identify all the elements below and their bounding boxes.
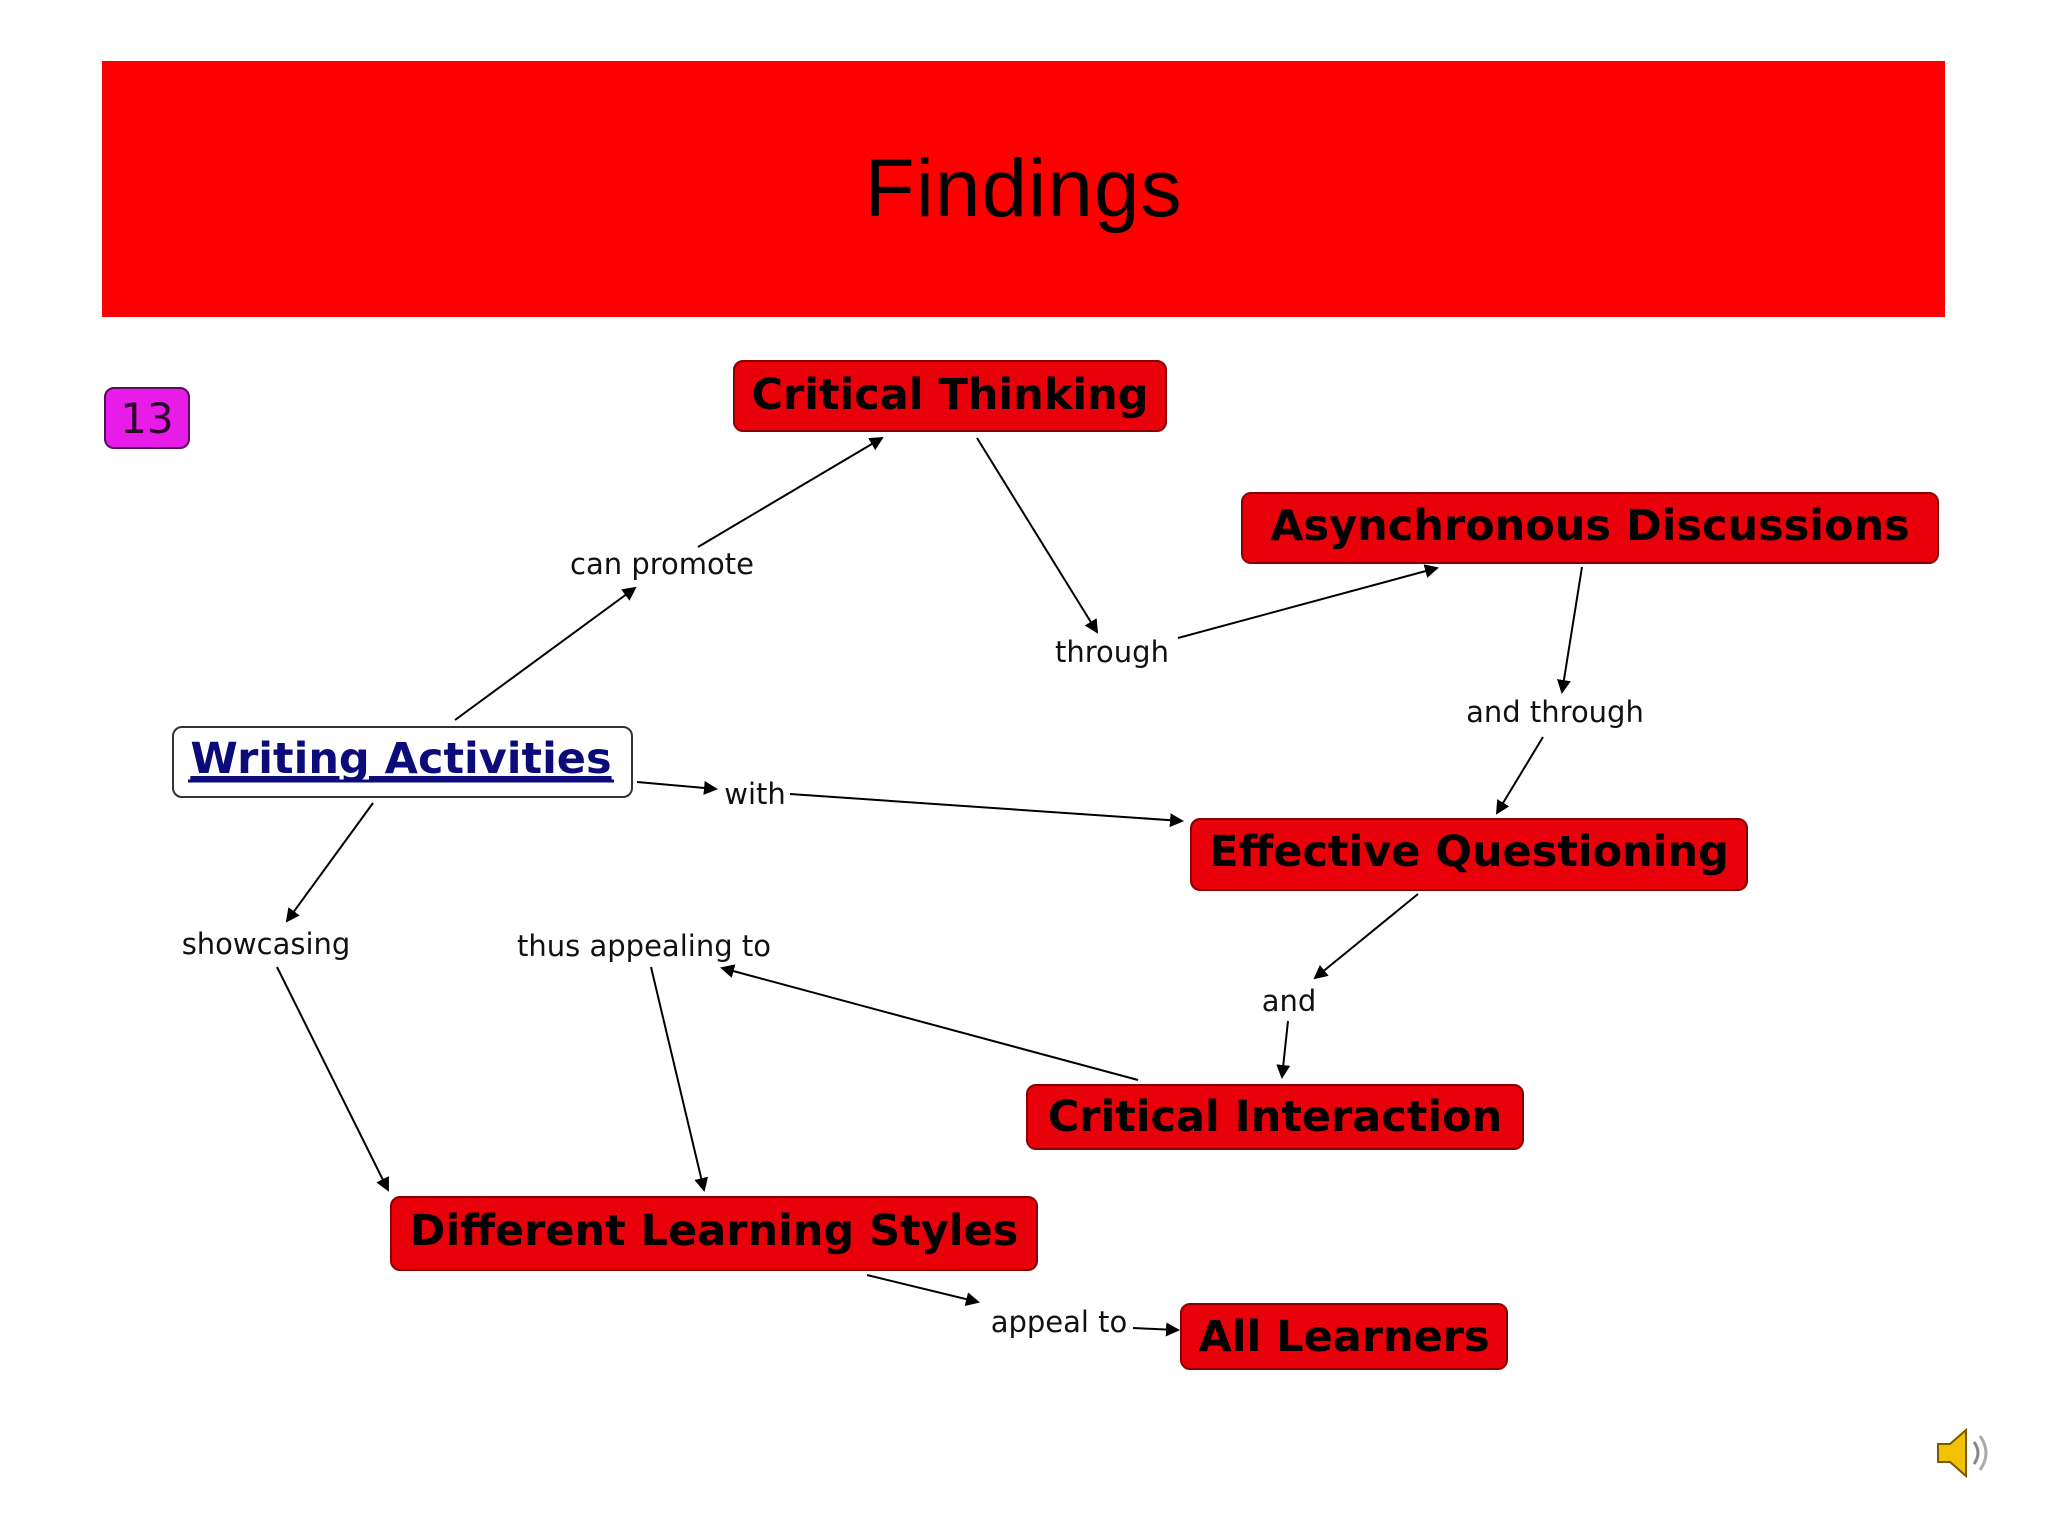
edge-showcasing-to-different — [276, 966, 389, 1192]
link-thus-appealing-to: thus appealing to — [517, 929, 771, 963]
slide-number-badge: 13 — [104, 387, 190, 449]
slide-title: Findings — [864, 143, 1183, 234]
concept-critical-interaction-label: Critical Interaction — [1048, 1092, 1503, 1142]
concept-async-discussions: Asynchronous Discussions — [1241, 492, 1939, 564]
concept-critical-thinking: Critical Thinking — [733, 360, 1167, 432]
link-showcasing: showcasing — [182, 927, 351, 961]
link-appeal-to: appeal to — [991, 1305, 1128, 1339]
concept-effective-questioning: Effective Questioning — [1190, 818, 1748, 891]
link-and: and — [1262, 984, 1317, 1018]
link-through: through — [1055, 635, 1169, 669]
title-banner: Findings — [102, 61, 1945, 317]
concept-all-learners: All Learners — [1180, 1303, 1508, 1370]
edge-critical-interaction-to-thus — [720, 964, 1139, 1081]
edge-thus-to-different — [650, 966, 709, 1192]
edge-appeal-to-all-learners — [1132, 1322, 1180, 1337]
speaker-icon[interactable] — [1930, 1418, 2000, 1488]
concept-critical-interaction: Critical Interaction — [1026, 1084, 1524, 1150]
concept-async-discussions-label: Asynchronous Discussions — [1270, 501, 1910, 551]
edge-critical-thinking-to-through — [976, 437, 1099, 634]
edge-through-to-async — [1177, 564, 1439, 639]
concept-critical-thinking-label: Critical Thinking — [751, 370, 1148, 420]
edge-and-through-to-effective — [1495, 736, 1544, 815]
concept-writing-activities-label[interactable]: Writing Activities — [190, 734, 611, 784]
edge-with-to-effective — [789, 793, 1184, 828]
link-can-promote: can promote — [570, 547, 754, 581]
edge-async-to-and-through — [1556, 566, 1583, 694]
link-with: with — [724, 777, 786, 811]
edge-effective-to-and — [1313, 893, 1419, 980]
edge-writing-to-showcasing — [285, 802, 374, 923]
concept-different-learning-styles-label: Different Learning Styles — [410, 1206, 1019, 1256]
concept-all-learners-label: All Learners — [1198, 1312, 1489, 1362]
concept-writing-activities[interactable]: Writing Activities — [172, 726, 633, 798]
connectors — [276, 436, 1583, 1337]
edge-writing-to-can-promote — [454, 586, 637, 721]
edge-different-to-appeal — [866, 1274, 980, 1306]
edge-and-to-critical-interaction — [1276, 1020, 1291, 1079]
concept-different-learning-styles: Different Learning Styles — [390, 1196, 1038, 1271]
edge-can-promote-to-critical-thinking — [697, 436, 884, 548]
edge-writing-to-with — [636, 780, 718, 795]
link-and-through: and through — [1466, 695, 1644, 729]
concept-effective-questioning-label: Effective Questioning — [1209, 827, 1729, 877]
